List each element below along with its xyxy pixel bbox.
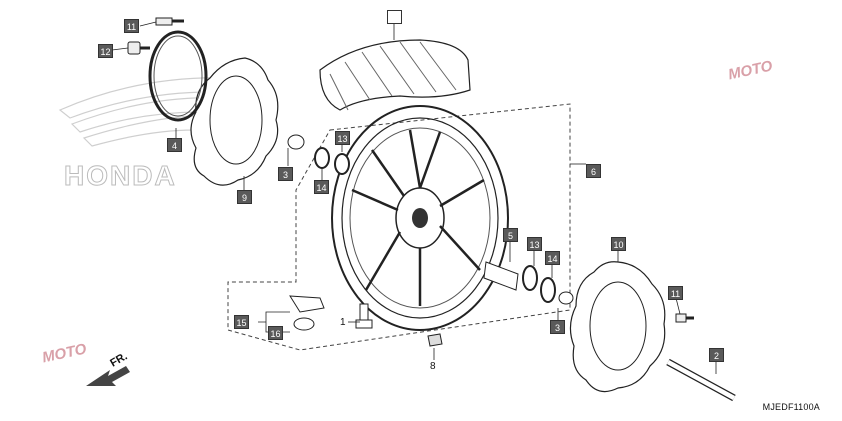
callout-14-left: 14 [314,180,329,194]
callout-4: 4 [167,138,182,152]
callout-14-right: 14 [545,251,560,265]
callout-13-left: 13 [335,131,350,145]
callout-13-right: 13 [527,237,542,251]
callout-tire [387,10,402,24]
brake-disc-right [569,261,666,393]
hub-parts-right [483,261,556,303]
bolt-right [675,313,694,323]
tire [319,39,471,111]
collar-bolt [127,41,150,55]
collar-right [558,291,574,305]
callout-8: 8 [430,361,436,372]
callout-11-upper: 11 [124,19,139,33]
valve-stem-angled [289,295,325,331]
diagram-code: MJEDF1100A [762,402,820,412]
hub-parts-left [287,134,350,175]
balance-weight [427,333,443,347]
honda-watermark-text: HONDA [64,160,177,192]
callout-15: 15 [234,315,249,329]
bolt-upper [155,17,184,26]
callout-16: 16 [268,326,283,340]
callout-1: 1 [340,317,346,328]
callout-3-right: 3 [550,320,565,334]
leader-lines [111,21,717,374]
brake-disc-left [190,57,279,186]
pulser-ring [148,30,208,122]
front-axle [666,358,736,402]
valve-stem-straight [355,303,373,329]
callout-10: 10 [611,237,626,251]
callout-5: 5 [503,228,518,242]
assembly-outline [227,103,571,351]
callout-2: 2 [709,348,724,362]
callout-3-left: 3 [278,167,293,181]
callout-12: 12 [98,44,113,58]
front-direction-arrow [86,366,130,386]
wheel-rim [331,105,509,331]
callout-6: 6 [586,164,601,178]
callout-9: 9 [237,190,252,204]
callout-11-right: 11 [668,286,683,300]
